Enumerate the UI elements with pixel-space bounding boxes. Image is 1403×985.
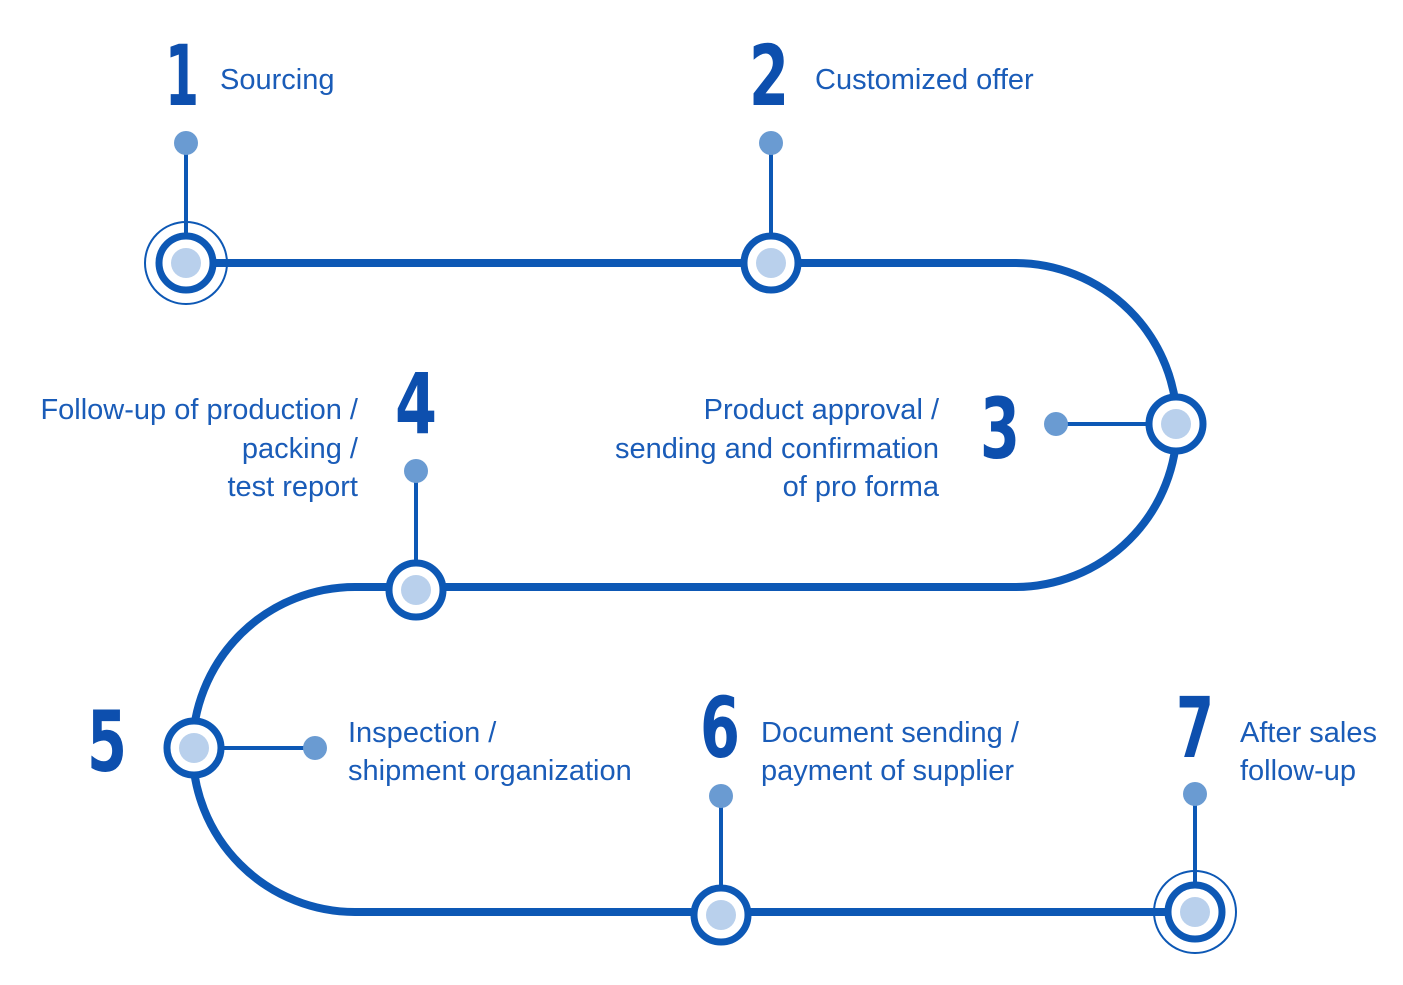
- connector-stems: [184, 143, 1197, 890]
- step-2-node: [740, 232, 802, 294]
- step-6-label-line-1: Document sending /: [761, 717, 1020, 749]
- step-7-halo: [1153, 870, 1237, 954]
- step-6-node: [690, 884, 752, 946]
- step-7-number: 7: [1176, 679, 1214, 777]
- step-7-dot: [1183, 782, 1207, 806]
- step-6-number: 6: [700, 679, 740, 777]
- step-4-label-line-2: packing /: [242, 433, 359, 465]
- step-1-halo: [144, 221, 228, 305]
- step-3-number: 3: [980, 380, 1020, 478]
- step-2-label: Customized offer: [815, 64, 1034, 96]
- step-7-label-line-2: follow-up: [1240, 755, 1356, 787]
- step-6-label-line-2: payment of supplier: [761, 755, 1014, 787]
- step-4-label-line-1: Follow-up of production /: [40, 394, 358, 426]
- process-track: [182, 259, 1199, 916]
- step-5-dot: [303, 736, 327, 760]
- step-3-label-line-1: Product approval /: [704, 394, 940, 426]
- step-2-dot: [759, 131, 783, 155]
- step-5-label-line-2: shipment organization: [348, 755, 632, 787]
- step-3-dot: [1044, 412, 1068, 436]
- step-5-node: [163, 717, 225, 779]
- step-7-node: [1164, 881, 1226, 943]
- step-4-node: [385, 559, 447, 621]
- step-3-label-line-3: of pro forma: [783, 471, 940, 503]
- step-1-number: 1: [165, 27, 199, 125]
- step-numbers: 1 2 3 4 5 6 7: [87, 27, 1214, 791]
- step-nodes: [155, 232, 1226, 946]
- stem-dots: [174, 131, 1207, 808]
- step-5-number: 5: [87, 693, 127, 791]
- step-4-label-line-3: test report: [227, 471, 358, 503]
- step-7-label-line-1: After sales: [1240, 717, 1377, 749]
- step-1-dot: [174, 131, 198, 155]
- step-6-dot: [709, 784, 733, 808]
- step-5-label-line-1: Inspection /: [348, 717, 497, 749]
- step-labels: Sourcing Customized offer Product approv…: [40, 64, 1377, 787]
- step-3-label-line-2: sending and confirmation: [615, 433, 939, 465]
- endpoint-halos: [144, 221, 1237, 954]
- step-1-node: [155, 232, 217, 294]
- step-1-label: Sourcing: [220, 64, 334, 96]
- step-2-number: 2: [749, 27, 789, 125]
- step-4-number: 4: [395, 355, 437, 453]
- step-4-dot: [404, 459, 428, 483]
- step-3-node: [1145, 393, 1207, 455]
